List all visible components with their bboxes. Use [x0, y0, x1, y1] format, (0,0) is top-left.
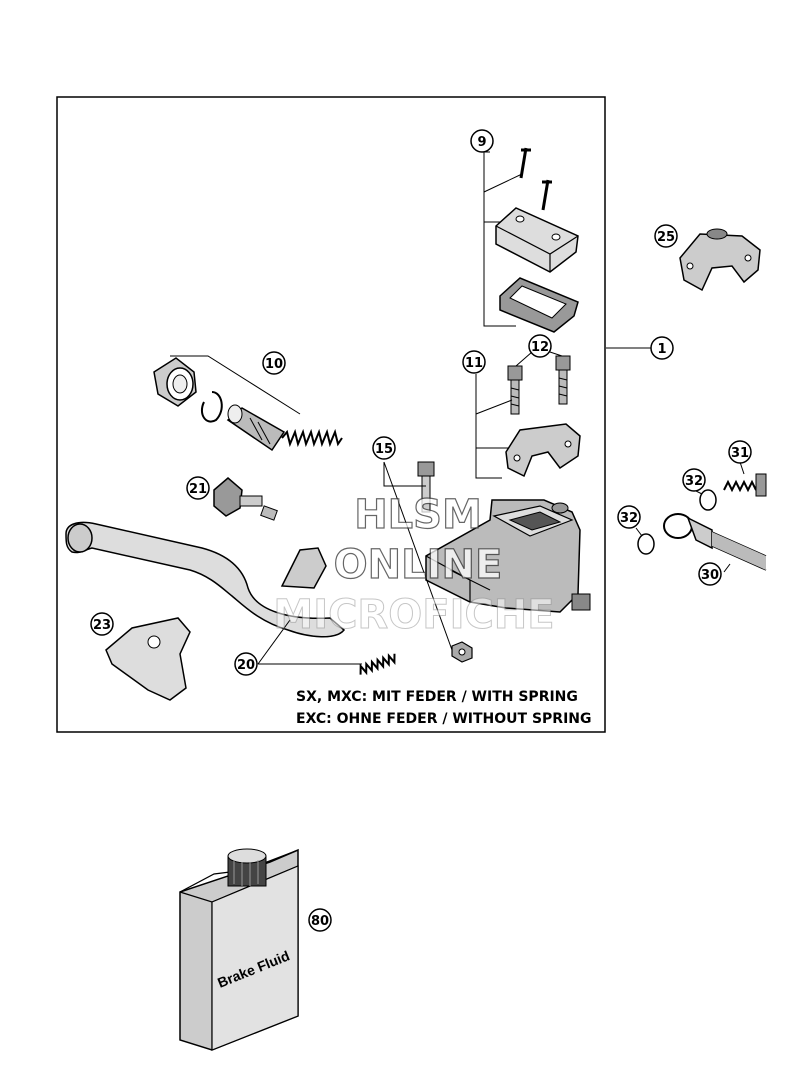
part-11-12-clamp-group: [475, 351, 581, 479]
callout-30[interactable]: 30: [698, 562, 722, 586]
svg-text:80: 80: [311, 914, 329, 929]
brake-lever[interactable]: [65, 521, 346, 638]
part-9-cover-group: [483, 147, 579, 333]
piston[interactable]: [226, 404, 286, 452]
clamp-bolt-1[interactable]: [507, 365, 523, 415]
svg-text:21: 21: [189, 482, 207, 497]
part-21-adjuster[interactable]: [213, 477, 278, 521]
cover-screw-1[interactable]: [519, 147, 531, 179]
svg-text:15: 15: [375, 442, 393, 457]
watermark: HLSM ONLINE MICROFICHE: [273, 491, 555, 638]
handlebar-clamp[interactable]: [505, 423, 581, 478]
svg-text:10: 10: [265, 357, 283, 372]
callout-9[interactable]: 9: [470, 129, 494, 153]
callout-1[interactable]: 1: [650, 336, 674, 360]
svg-text:32: 32: [620, 511, 638, 526]
reservoir-cover[interactable]: [495, 207, 579, 273]
reservoir-gasket[interactable]: [499, 277, 579, 333]
callout-25[interactable]: 25: [654, 224, 678, 248]
part-15-leader: [383, 462, 426, 487]
part-15-pivot-bolt[interactable]: [417, 461, 435, 513]
svg-text:25: 25: [657, 230, 675, 245]
svg-text:11: 11: [465, 356, 483, 371]
svg-text:31: 31: [731, 446, 749, 461]
part-32-washer-2[interactable]: [637, 533, 655, 555]
callout-32-lower[interactable]: 32: [617, 505, 641, 529]
svg-text:32: 32: [685, 474, 703, 489]
clamp-bolt-2[interactable]: [555, 355, 571, 405]
callout-80[interactable]: 80: [308, 908, 332, 932]
callout-11[interactable]: 11: [462, 350, 486, 374]
part-31-banjo-bolt[interactable]: [723, 473, 767, 497]
callout-15[interactable]: 15: [372, 436, 396, 460]
part-23-lever-guard[interactable]: [105, 617, 191, 701]
svg-text:1: 1: [657, 342, 666, 357]
callout-32-upper[interactable]: 32: [682, 468, 706, 492]
callout-10[interactable]: 10: [262, 351, 286, 375]
note-without-spring: EXC: OHNE FEDER / WITHOUT SPRING: [296, 711, 591, 727]
callout-12[interactable]: 12: [528, 334, 552, 358]
cover-screw-2[interactable]: [541, 179, 552, 211]
part-80-brake-fluid-bottle[interactable]: [179, 848, 299, 1051]
watermark-line-3: MICROFICHE: [273, 592, 554, 638]
piston-spring[interactable]: [281, 428, 343, 448]
callout-20[interactable]: 20: [234, 652, 258, 676]
svg-text:12: 12: [531, 340, 549, 355]
svg-text:30: 30: [701, 568, 719, 583]
svg-text:9: 9: [477, 135, 486, 150]
part-15-nut[interactable]: [451, 641, 473, 663]
assembly-frame: [56, 96, 606, 733]
callout-31[interactable]: 31: [728, 440, 752, 464]
part-32-washer-1[interactable]: [699, 489, 717, 511]
part-20-lever-spring[interactable]: [358, 653, 397, 676]
master-cylinder-body[interactable]: [425, 499, 591, 613]
watermark-line-2: ONLINE: [334, 542, 503, 588]
dust-boot[interactable]: [153, 357, 197, 407]
callout-23[interactable]: 23: [90, 612, 114, 636]
circlip[interactable]: [200, 391, 223, 423]
watermark-line-1: HLSM: [354, 492, 482, 538]
note-with-spring: SX, MXC: MIT FEDER / WITH SPRING: [296, 689, 578, 705]
part-30-brake-hose[interactable]: [663, 513, 767, 571]
part-10-piston-kit: [153, 355, 343, 452]
part-25-clamp[interactable]: [679, 228, 761, 292]
callout-21[interactable]: 21: [186, 476, 210, 500]
svg-text:23: 23: [93, 618, 111, 633]
svg-text:20: 20: [237, 658, 255, 673]
